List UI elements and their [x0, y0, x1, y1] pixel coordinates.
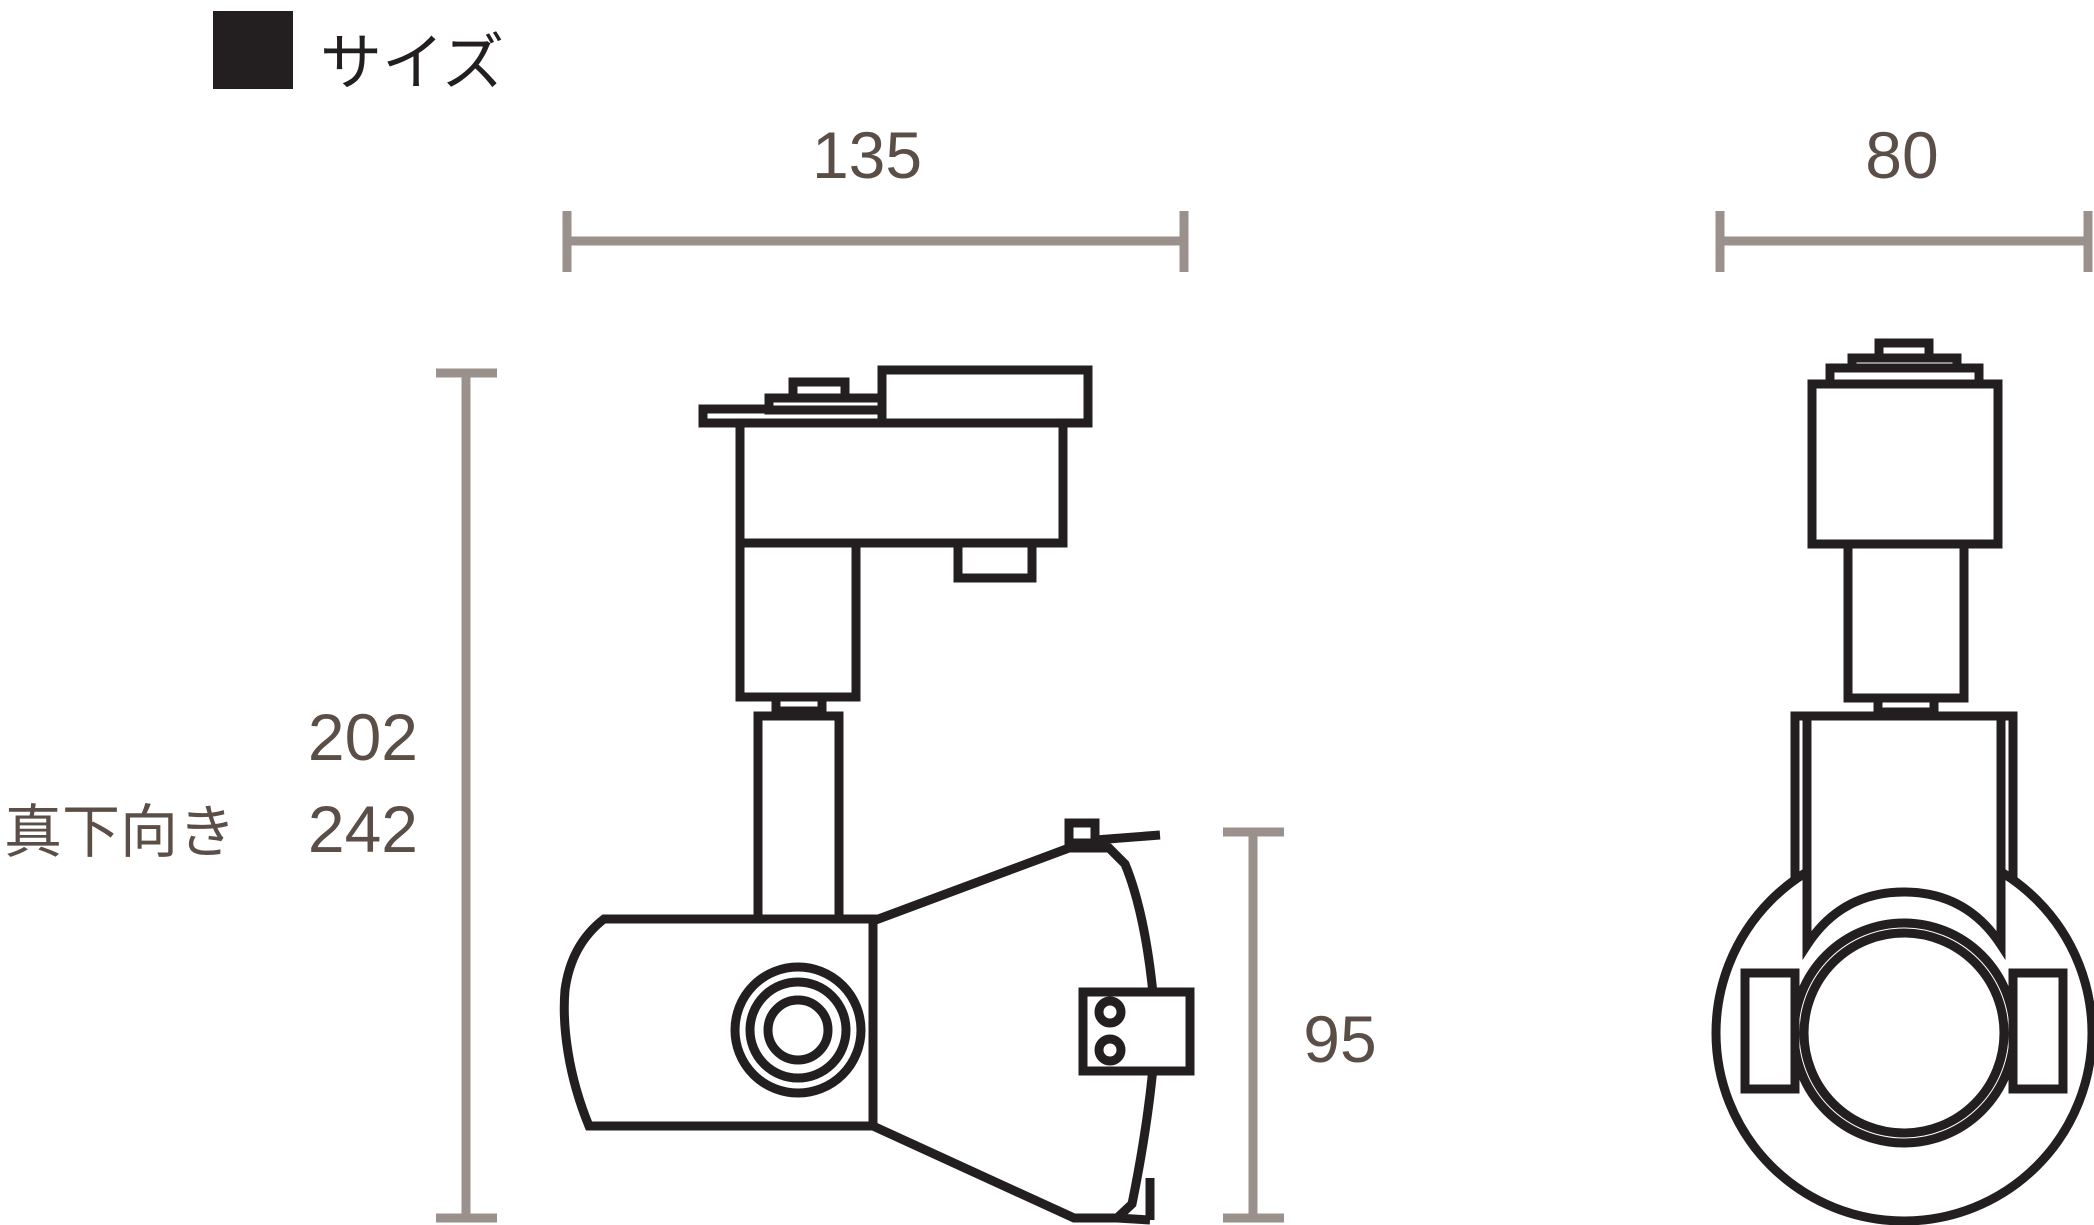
front-view-drawing	[1711, 338, 2094, 1225]
dimension-width-side: 135	[562, 118, 1189, 272]
dimension-height-down-label: 真下向き	[4, 798, 236, 866]
side-view-drawing	[559, 365, 1195, 1225]
dimension-height-down-value: 242	[308, 792, 418, 866]
dimension-height-label: 202	[308, 700, 418, 774]
section-title: サイズ	[320, 26, 504, 99]
dimension-head-height-label: 95	[1303, 1002, 1376, 1076]
dimension-width-side-label: 135	[812, 118, 922, 192]
black-square-icon	[213, 11, 293, 89]
dimension-width-front-label: 80	[1865, 118, 1938, 192]
dimension-width-front: 80	[1715, 118, 2093, 272]
header: サイズ	[213, 11, 504, 99]
dimension-head-height: 95	[1223, 827, 1377, 1223]
dimension-height: 202 真下向き 242	[4, 368, 497, 1223]
